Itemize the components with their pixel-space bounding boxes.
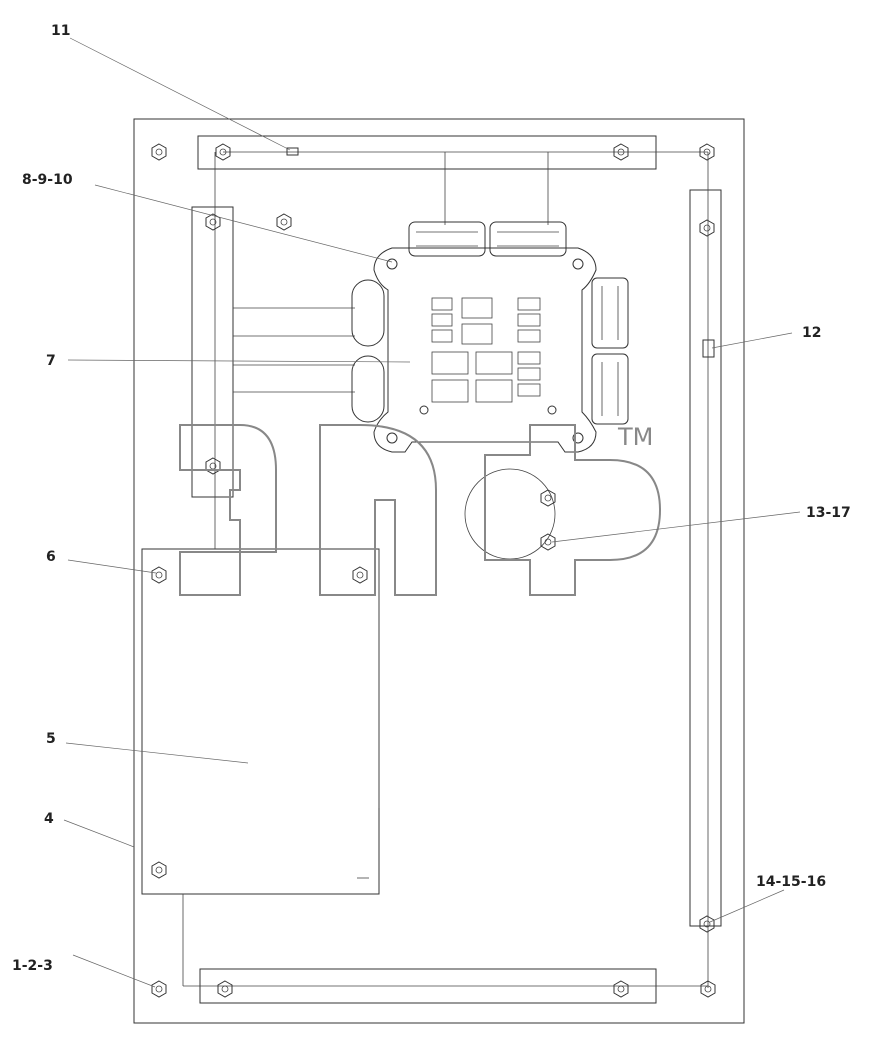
board-hole: [572, 258, 584, 270]
wiring: [182, 151, 709, 988]
nut-icon: [352, 566, 368, 584]
cable-gland: [351, 279, 385, 347]
nut-icon: [151, 861, 167, 879]
electronic-unit-box: [141, 548, 380, 895]
board-hole: [572, 432, 584, 444]
callout-4: 4: [44, 811, 54, 827]
callout-14-15-16: 14-15-16: [756, 874, 826, 890]
callout-13-17: 13-17: [806, 505, 851, 521]
callout-7: 7: [46, 353, 56, 369]
top-rail: [197, 135, 657, 170]
relay-board: [373, 247, 597, 453]
nut-icon: [613, 980, 629, 998]
nut-icon: [700, 980, 716, 998]
nut-icon: [205, 457, 221, 475]
left-rail: [191, 206, 234, 498]
right-rail: [689, 189, 722, 927]
nut-icon: [276, 213, 292, 231]
callout-8-9-10: 8-9-10: [22, 172, 73, 188]
watermark-logo: [179, 424, 662, 596]
nut-icon: [699, 143, 715, 161]
nut-icon: [205, 213, 221, 231]
board-hole: [386, 432, 398, 444]
nut-icon: [151, 143, 167, 161]
trademark-symbol: TM: [617, 423, 653, 451]
board-hole: [547, 405, 557, 415]
callout-6: 6: [46, 549, 56, 565]
nut-icon: [699, 219, 715, 237]
board-hole: [386, 258, 398, 270]
nut-icon: [699, 915, 715, 933]
nut-icon: [217, 980, 233, 998]
nut-icon: [151, 980, 167, 998]
leader-lines: [63, 37, 801, 988]
cable-gland: [351, 355, 385, 423]
relay-grid: [431, 297, 541, 403]
connector-11: [286, 147, 299, 156]
callout-1-2-3: 1-2-3: [12, 958, 53, 974]
callout-12: 12: [802, 325, 821, 341]
callout-5: 5: [46, 731, 56, 747]
nut-icon: [613, 143, 629, 161]
fasteners: [151, 143, 716, 998]
nut-icon: [151, 566, 167, 584]
nut-icon: [540, 489, 556, 507]
part-12: [702, 339, 715, 358]
callout-11: 11: [51, 23, 70, 39]
nut-icon: [540, 533, 556, 551]
board-hole: [419, 405, 429, 415]
board-connectors: [408, 221, 629, 425]
nut-icon: [215, 143, 231, 161]
panel-plate: [133, 118, 745, 1024]
